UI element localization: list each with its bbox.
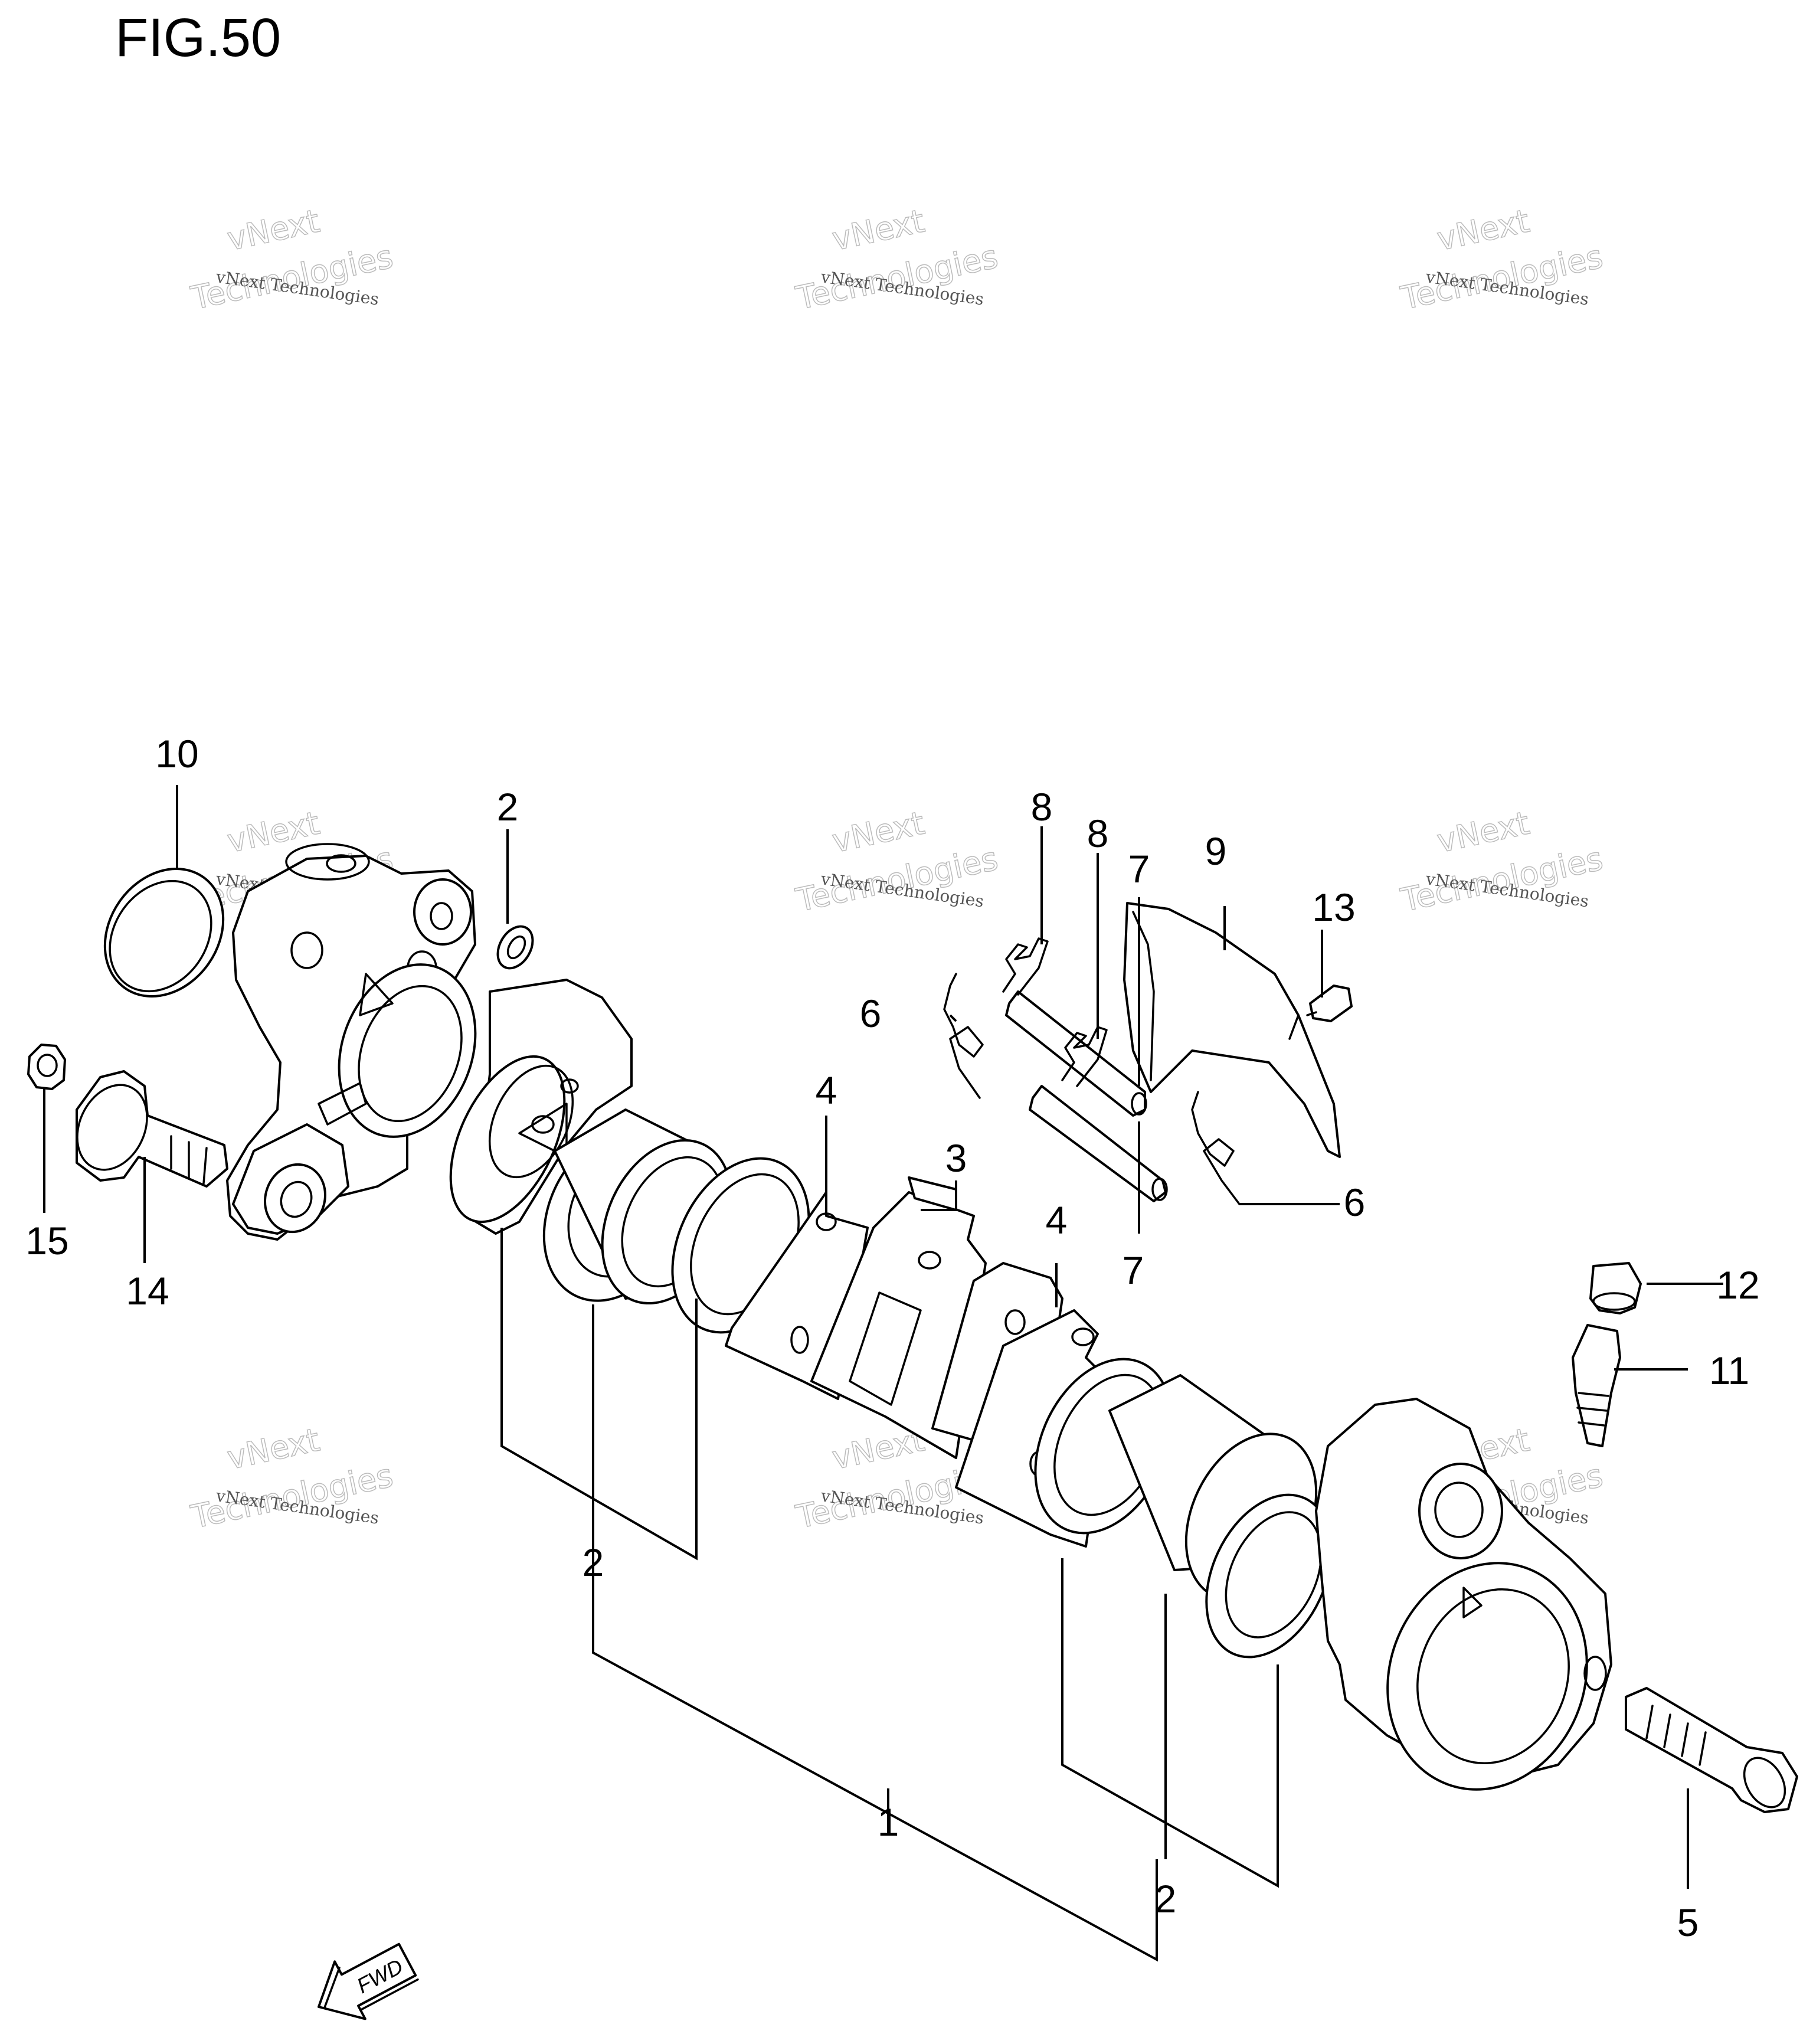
callout-8: 8 xyxy=(1031,785,1053,829)
callout-9: 9 xyxy=(1205,829,1227,873)
callout-4: 4 xyxy=(816,1068,837,1112)
callout-6: 6 xyxy=(860,992,882,1035)
watermark-line1: vNext xyxy=(224,202,323,258)
callout-12: 12 xyxy=(1716,1263,1759,1307)
callout-2: 2 xyxy=(582,1541,604,1584)
part-8-clips xyxy=(1002,937,1108,1087)
figure-title: FIG.50 xyxy=(115,8,281,68)
callout-7: 7 xyxy=(1128,847,1150,891)
callout-8: 8 xyxy=(1087,812,1109,855)
watermark-line1: vNext xyxy=(829,202,928,258)
callout-10: 10 xyxy=(155,732,198,776)
part-7-pins xyxy=(1005,990,1168,1202)
fwd-arrow-icon: FWD xyxy=(318,1942,419,2020)
part-2-small-ring xyxy=(496,925,534,970)
watermark-line1: vNext xyxy=(1434,202,1533,258)
part-13-screw xyxy=(1306,985,1353,1022)
callout-2: 2 xyxy=(497,785,519,829)
callout-labels: 10 2 15 14 2 1 4 3 4 8 8 7 7 6 6 9 13 2 … xyxy=(25,732,1759,1944)
callout-11: 11 xyxy=(1709,1349,1750,1392)
callout-1: 1 xyxy=(878,1800,899,1844)
piston-seal-right xyxy=(1034,1358,1333,1659)
part-6-springs xyxy=(943,973,1241,1205)
callout-6: 6 xyxy=(1344,1180,1366,1224)
watermark-line1: vNext xyxy=(224,804,323,860)
leader-lines xyxy=(43,785,1723,1962)
callout-3: 3 xyxy=(945,1136,967,1180)
caliper-flange-left xyxy=(449,979,633,1235)
part-12-bleeder-cap xyxy=(1589,1262,1642,1314)
part-5-bolt xyxy=(1625,1687,1798,1813)
part-14-bolt xyxy=(76,1070,228,1188)
caliper-housing-outer xyxy=(1315,1398,1612,1791)
part-11-bleeder xyxy=(1572,1324,1621,1447)
callout-2: 2 xyxy=(1155,1877,1177,1921)
callout-7: 7 xyxy=(1123,1248,1144,1292)
callout-15: 15 xyxy=(25,1219,68,1263)
callout-4: 4 xyxy=(1046,1198,1068,1242)
callout-13: 13 xyxy=(1312,885,1355,929)
callout-14: 14 xyxy=(126,1269,169,1313)
callout-5: 5 xyxy=(1677,1901,1699,1944)
watermark-line1: vNext xyxy=(829,804,928,860)
part-15-nut xyxy=(27,1044,66,1090)
caliper-housing-inner xyxy=(226,843,477,1241)
brake-pads xyxy=(725,1176,1111,1548)
watermark-line1: vNext xyxy=(224,1421,323,1477)
part-9-pad-cover xyxy=(1123,902,1341,1158)
watermark-line1: vNext xyxy=(1434,804,1533,860)
part-10-cap xyxy=(103,868,225,998)
